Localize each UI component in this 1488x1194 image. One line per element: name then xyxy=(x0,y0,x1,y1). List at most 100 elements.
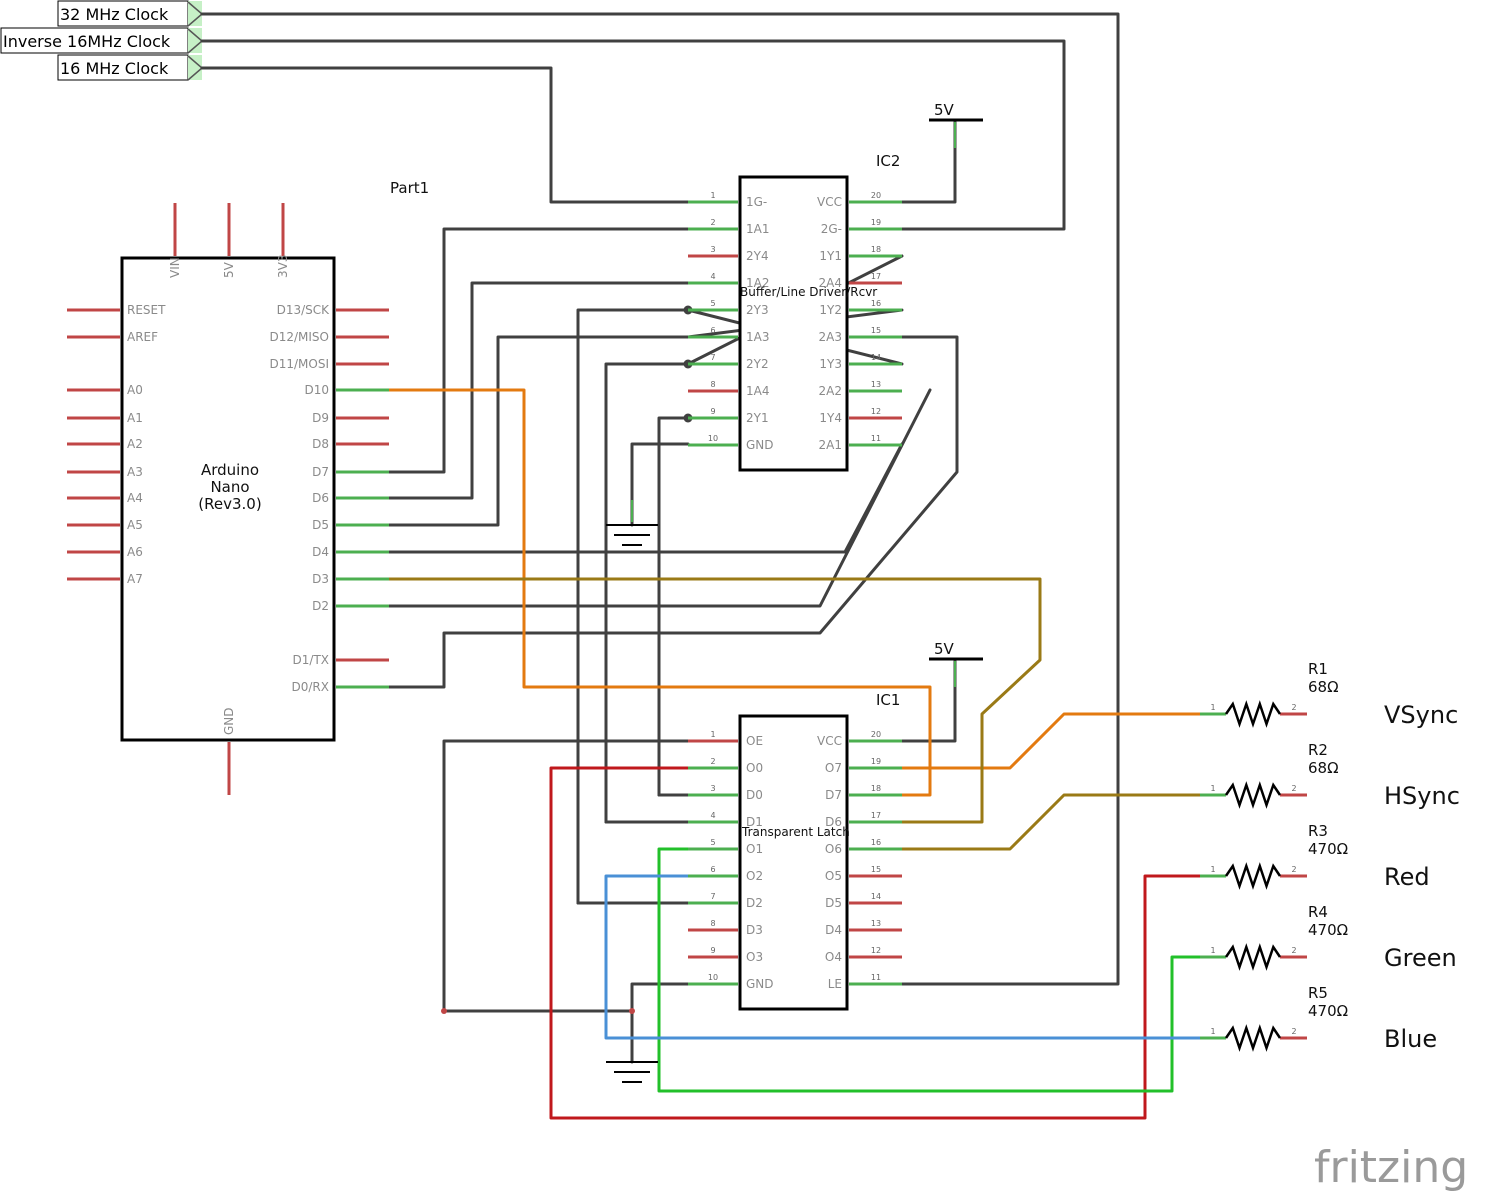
pin-label: D7 xyxy=(825,788,842,802)
pin-number: 5 xyxy=(710,299,715,308)
pin-label: LE xyxy=(828,977,842,991)
pin-label: D5 xyxy=(825,896,842,910)
pin-number: 14 xyxy=(871,892,881,901)
signal-label-green: Green xyxy=(1384,944,1457,972)
resistor-name: R3 xyxy=(1308,822,1328,840)
arduino-pin-label: A0 xyxy=(127,383,143,397)
pin-label: 2A2 xyxy=(819,384,842,398)
pin-label: O5 xyxy=(825,869,842,883)
arduino-pin-label: VIN xyxy=(168,257,182,278)
pin-number: 11 xyxy=(871,434,881,443)
arduino-pin-label: D5 xyxy=(312,518,329,532)
pin-label: 1A3 xyxy=(746,330,769,344)
resistor-pin-number: 1 xyxy=(1210,703,1215,712)
net-label-32mhz-clock[interactable]: 32 MHz Clock xyxy=(57,0,202,27)
arduino-pin-label: 3V3 xyxy=(276,255,290,278)
resistor-pin-number: 1 xyxy=(1210,865,1215,874)
pin-label: O2 xyxy=(746,869,763,883)
signal-label-hsync: HSync xyxy=(1384,782,1460,810)
pin-label: O3 xyxy=(746,950,763,964)
svg-text:5V: 5V xyxy=(934,101,955,119)
pin-label: D3 xyxy=(746,923,763,937)
pin-number: 8 xyxy=(710,380,715,389)
pin-label: 1Y1 xyxy=(819,249,842,263)
arduino-pin-label: A4 xyxy=(127,491,143,505)
pin-number: 12 xyxy=(871,946,881,955)
pin-label: D0 xyxy=(746,788,763,802)
pin-number: 19 xyxy=(871,757,881,766)
resistor-pin-number: 1 xyxy=(1210,946,1215,955)
resistor-value: 470Ω xyxy=(1308,1002,1348,1020)
pin-number: 1 xyxy=(710,730,715,739)
pin-number: 16 xyxy=(871,838,881,847)
pin-number: 6 xyxy=(710,865,715,874)
pin-number: 5 xyxy=(710,838,715,847)
arduino-pin-label: D7 xyxy=(312,465,329,479)
signal-label-red: Red xyxy=(1384,863,1430,891)
pin-number: 2 xyxy=(710,218,715,227)
resistor-name: R4 xyxy=(1308,903,1328,921)
pin-label: O7 xyxy=(825,761,842,775)
pin-label: 1G- xyxy=(746,195,767,209)
arduino-pin-label: D10 xyxy=(304,383,329,397)
resistor-name: R1 xyxy=(1308,660,1328,678)
pin-number: 9 xyxy=(710,946,715,955)
ic1-title: Transparent Latch xyxy=(741,825,850,839)
pin-label: 1A2 xyxy=(746,276,769,290)
pin-number: 17 xyxy=(871,272,881,281)
pin-number: 3 xyxy=(710,245,715,254)
pin-label: 2G- xyxy=(821,222,842,236)
pin-number: 20 xyxy=(871,191,881,200)
pin-label: 2A1 xyxy=(819,438,842,452)
pin-number: 10 xyxy=(708,434,718,443)
arduino-pin-label: A7 xyxy=(127,572,143,586)
pin-number: 18 xyxy=(871,245,881,254)
pin-label: VCC xyxy=(817,734,842,748)
net-label-inverse-16mhz-clock[interactable]: Inverse 16MHz Clock xyxy=(0,27,202,54)
arduino-pin-label: D1/TX xyxy=(293,653,329,667)
arduino-pin-label: A1 xyxy=(127,411,143,425)
pin-number: 11 xyxy=(871,973,881,982)
resistor-name: R5 xyxy=(1308,984,1328,1002)
resistor-pin-number: 2 xyxy=(1291,703,1296,712)
svg-text:Inverse 16MHz Clock: Inverse 16MHz Clock xyxy=(3,32,171,51)
pin-label: 1Y2 xyxy=(819,303,842,317)
pin-label: OE xyxy=(746,734,763,748)
pin-label: O4 xyxy=(825,950,842,964)
resistor-pin-number: 2 xyxy=(1291,784,1296,793)
pin-label: D4 xyxy=(825,923,842,937)
arduino-pin-label: D11/MOSI xyxy=(269,357,329,371)
resistor-value: 470Ω xyxy=(1308,840,1348,858)
pin-label: O0 xyxy=(746,761,763,775)
resistor-value: 470Ω xyxy=(1308,921,1348,939)
wires-gray xyxy=(200,12,1120,1064)
svg-text:Arduino: Arduino xyxy=(201,461,259,479)
pin-number: 4 xyxy=(710,272,715,281)
pin-label: D1 xyxy=(746,815,763,829)
arduino-pin-label: AREF xyxy=(127,330,158,344)
pin-label: VCC xyxy=(817,195,842,209)
pin-label: D6 xyxy=(825,815,842,829)
arduino-pin-label: GND xyxy=(222,707,236,735)
pin-label: D2 xyxy=(746,896,763,910)
net-label-16mhz-clock[interactable]: 16 MHz Clock xyxy=(57,54,202,81)
pin-number: 16 xyxy=(871,299,881,308)
power-5v-bottom: 5V xyxy=(929,640,983,687)
pin-number: 7 xyxy=(710,892,715,901)
resistor-pin-number: 1 xyxy=(1210,1027,1215,1036)
ic1-name: IC1 xyxy=(876,691,900,709)
pin-number: 19 xyxy=(871,218,881,227)
pin-label: 1A4 xyxy=(746,384,769,398)
pin-label: O1 xyxy=(746,842,763,856)
resistor-pin-number: 2 xyxy=(1291,1027,1296,1036)
pin-number: 20 xyxy=(871,730,881,739)
arduino-pin-label: A2 xyxy=(127,437,143,451)
